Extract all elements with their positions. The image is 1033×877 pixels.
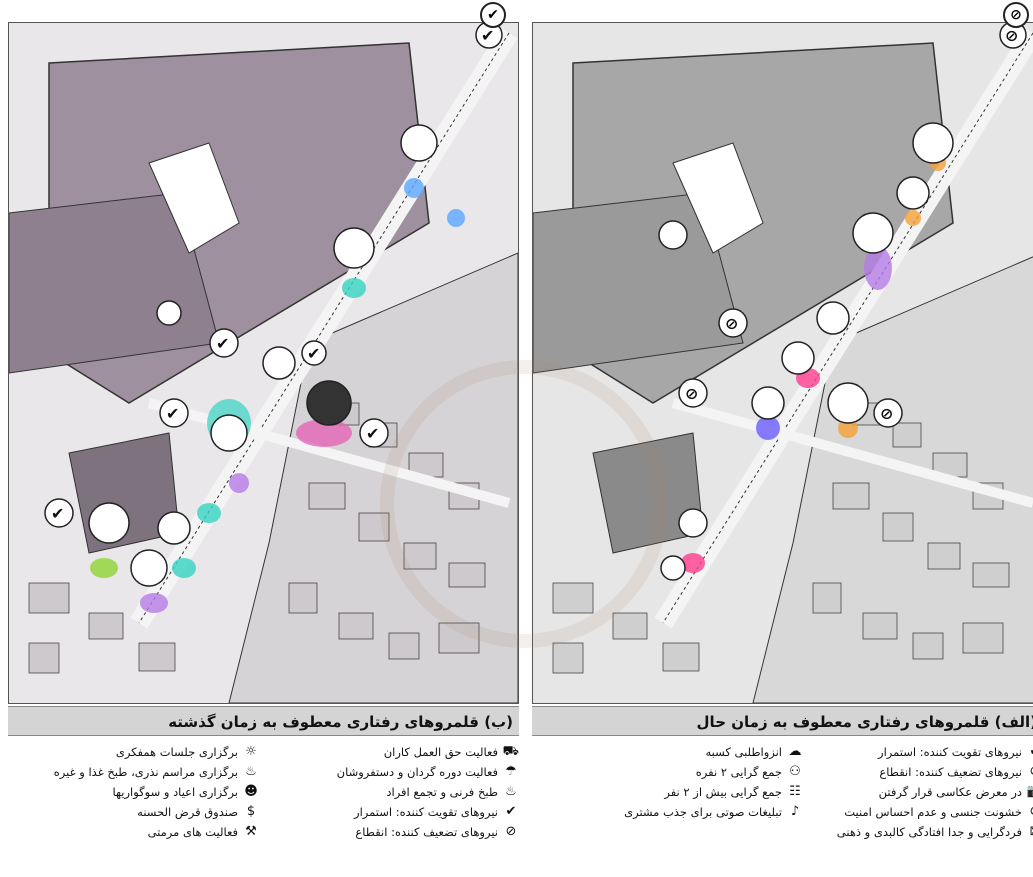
legend-item: ⊘ نیروهای تضعیف کننده: انقطاع [337,822,519,842]
svg-text:✔: ✔ [366,424,379,443]
legend-label: خشونت جنسی و عدم احساس امنیت [844,805,1022,819]
legend-label: جمع گرایی بیش از ۲ نفر [664,785,782,799]
map-panel-present: ⊘ ⊘ ⊘ ⊘ [532,22,1033,704]
pair-icon: ⚇ [789,764,801,779]
money-icon: $ [246,804,256,819]
legend-present-column-a: ✔ نیروهای تقویت کننده: استمرار ⊘ نیروهای تض… [837,742,1033,842]
legend-item: ⊘ نیروهای تضعیف کننده: انقطاع [837,762,1033,782]
svg-text:⊘: ⊘ [1005,26,1018,45]
vendor-icon: ☂ [505,764,517,779]
meeting-icon: ☼ [245,744,257,759]
legend-label: فعالیت های مرمتی [147,825,238,839]
svg-text:✔: ✔ [307,344,320,363]
legend-item: ☼ برگزاری جلسات همفکری [54,742,259,762]
legend-item: ☂ فعالیت دوره گردان و دستفروشان [337,762,519,782]
svg-text:✔: ✔ [166,404,179,423]
legend-past-column-b: ☼ برگزاری جلسات همفکری ♨ برگزاری مراسم نذری… [54,742,259,842]
legend-item: ✔ نیروهای تقویت کننده: استمرار [837,742,1033,762]
legend-label: فردگرایی و جدا افتادگی کالبدی و ذهنی [836,825,1022,839]
legend-item: ⊗ خشونت جنسی و عدم احساس امنیت [837,802,1033,822]
megaphone-icon: ♪ [790,804,800,819]
legend-past: ⛟ فعالیت حق العمل کاران ☂ فعالیت دوره گردان… [8,742,519,870]
legend-item: ☷ جمع گرایی بیش از ۲ نفر [624,782,803,802]
map-present-svg: ⊘ ⊘ ⊘ ⊘ [533,23,1033,703]
territory-violet [140,593,168,613]
legend-item: ♨ طبخ فرنی و تجمع افراد [337,782,519,802]
cart-icon: ⛟ [502,744,519,759]
legend-label: نیروهای تقویت کننده: استمرار [878,745,1022,759]
isolation-icon: ☁ [788,744,802,759]
legend-item: 📷 در معرض عکاسی قرار گرفتن [837,782,1033,802]
legend-present-column-b: ☁ انزواطلبی کسبه ⚇ جمع گرایی ۲ نفره ☷ جمع گرا… [624,742,803,822]
legend-label: برگزاری اعیاد و سوگواریها [112,785,238,799]
legend-label: برگزاری جلسات همفکری [115,745,238,759]
legend-item: $ صندوق قرض الحسنه [54,802,259,822]
territory-pink [296,419,352,447]
check-icon: ✔ [1027,744,1033,760]
legend-item: ☁ انزواطلبی کسبه [624,742,803,762]
legend-item: ⛟ فعالیت حق العمل کاران [337,742,519,762]
check-icon: ✔ [505,804,517,819]
legend-label: نیروهای تضعیف کننده: انقطاع [355,825,498,839]
legend-label: در معرض عکاسی قرار گرفتن [878,785,1022,799]
oven-icon: ♨ [505,784,517,799]
legend-item: ✔ نیروهای تقویت کننده: استمرار [337,802,519,822]
legend-item: ⚒ فعالیت های مرمتی [54,822,259,842]
legend-label: نیروهای تضعیف کننده: انقطاع [879,765,1022,779]
svg-text:⊘: ⊘ [725,314,738,333]
legend-label: تبلیغات صوتی برای جذب مشتری [624,805,782,819]
eye-slash-icon: ⊗ [1027,804,1033,820]
svg-text:✔: ✔ [216,334,229,353]
check-icon: ✔ [480,2,506,28]
legend-item: ⚇ جمع گرایی ۲ نفره [624,762,803,782]
legend-item: ♪ تبلیغات صوتی برای جذب مشتری [624,802,803,822]
legend-label: فعالیت دوره گردان و دستفروشان [336,765,498,779]
svg-text:✔: ✔ [481,26,494,45]
forbidden-icon: ⊘ [505,824,517,839]
legend-label: فعالیت حق العمل کاران [383,745,498,759]
svg-text:✔: ✔ [51,504,64,523]
territory-green [90,558,118,578]
panel-title-past: (ب) قلمروهای رفتاری معطوف به زمان گذشته [8,706,519,736]
panel-title-present: (الف) قلمروهای رفتاری معطوف به زمان حال [532,706,1033,736]
legend-item: ♨ برگزاری مراسم نذری، طبخ غذا و غیره [54,762,259,782]
legend-item: ⊠ فردگرایی و جدا افتادگی کالبدی و ذهنی [837,822,1033,842]
legend-label: طبخ فرنی و تجمع افراد [386,785,498,799]
legend-label: نیروهای تقویت کننده: استمرار [354,805,498,819]
white-courtyard [148,142,240,254]
forbidden-icon: ⊘ [1027,764,1033,780]
legend-label: انزواطلبی کسبه [705,745,782,759]
legend-item: ☻ برگزاری اعیاد و سوگواریها [54,782,259,802]
camera-icon: 📷 [1027,784,1033,800]
svg-text:⊘: ⊘ [880,404,893,423]
repair-icon: ⚒ [245,824,257,839]
crossed-people-icon: ⊠ [1027,824,1033,840]
legend-label: جمع گرایی ۲ نفره [695,765,782,779]
group-icon: ☷ [789,784,801,799]
legend-present: ✔ نیروهای تقویت کننده: استمرار ⊘ نیروهای تض… [532,742,1033,870]
forbidden-icon: ⊘ [1003,2,1029,28]
legend-past-column-a: ⛟ فعالیت حق العمل کاران ☂ فعالیت دوره گردان… [337,742,519,842]
legend-label: برگزاری مراسم نذری، طبخ غذا و غیره [53,765,238,779]
cooking-icon: ♨ [245,764,257,779]
map-past-svg: ✔ ✔ ✔ ✔ ✔ ✔ [9,23,518,703]
legend-label: صندوق قرض الحسنه [137,805,238,819]
crowd-icon: ☻ [244,784,258,799]
map-panel-past: ✔ ✔ ✔ ✔ ✔ ✔ [8,22,519,704]
svg-text:⊘: ⊘ [685,384,698,403]
